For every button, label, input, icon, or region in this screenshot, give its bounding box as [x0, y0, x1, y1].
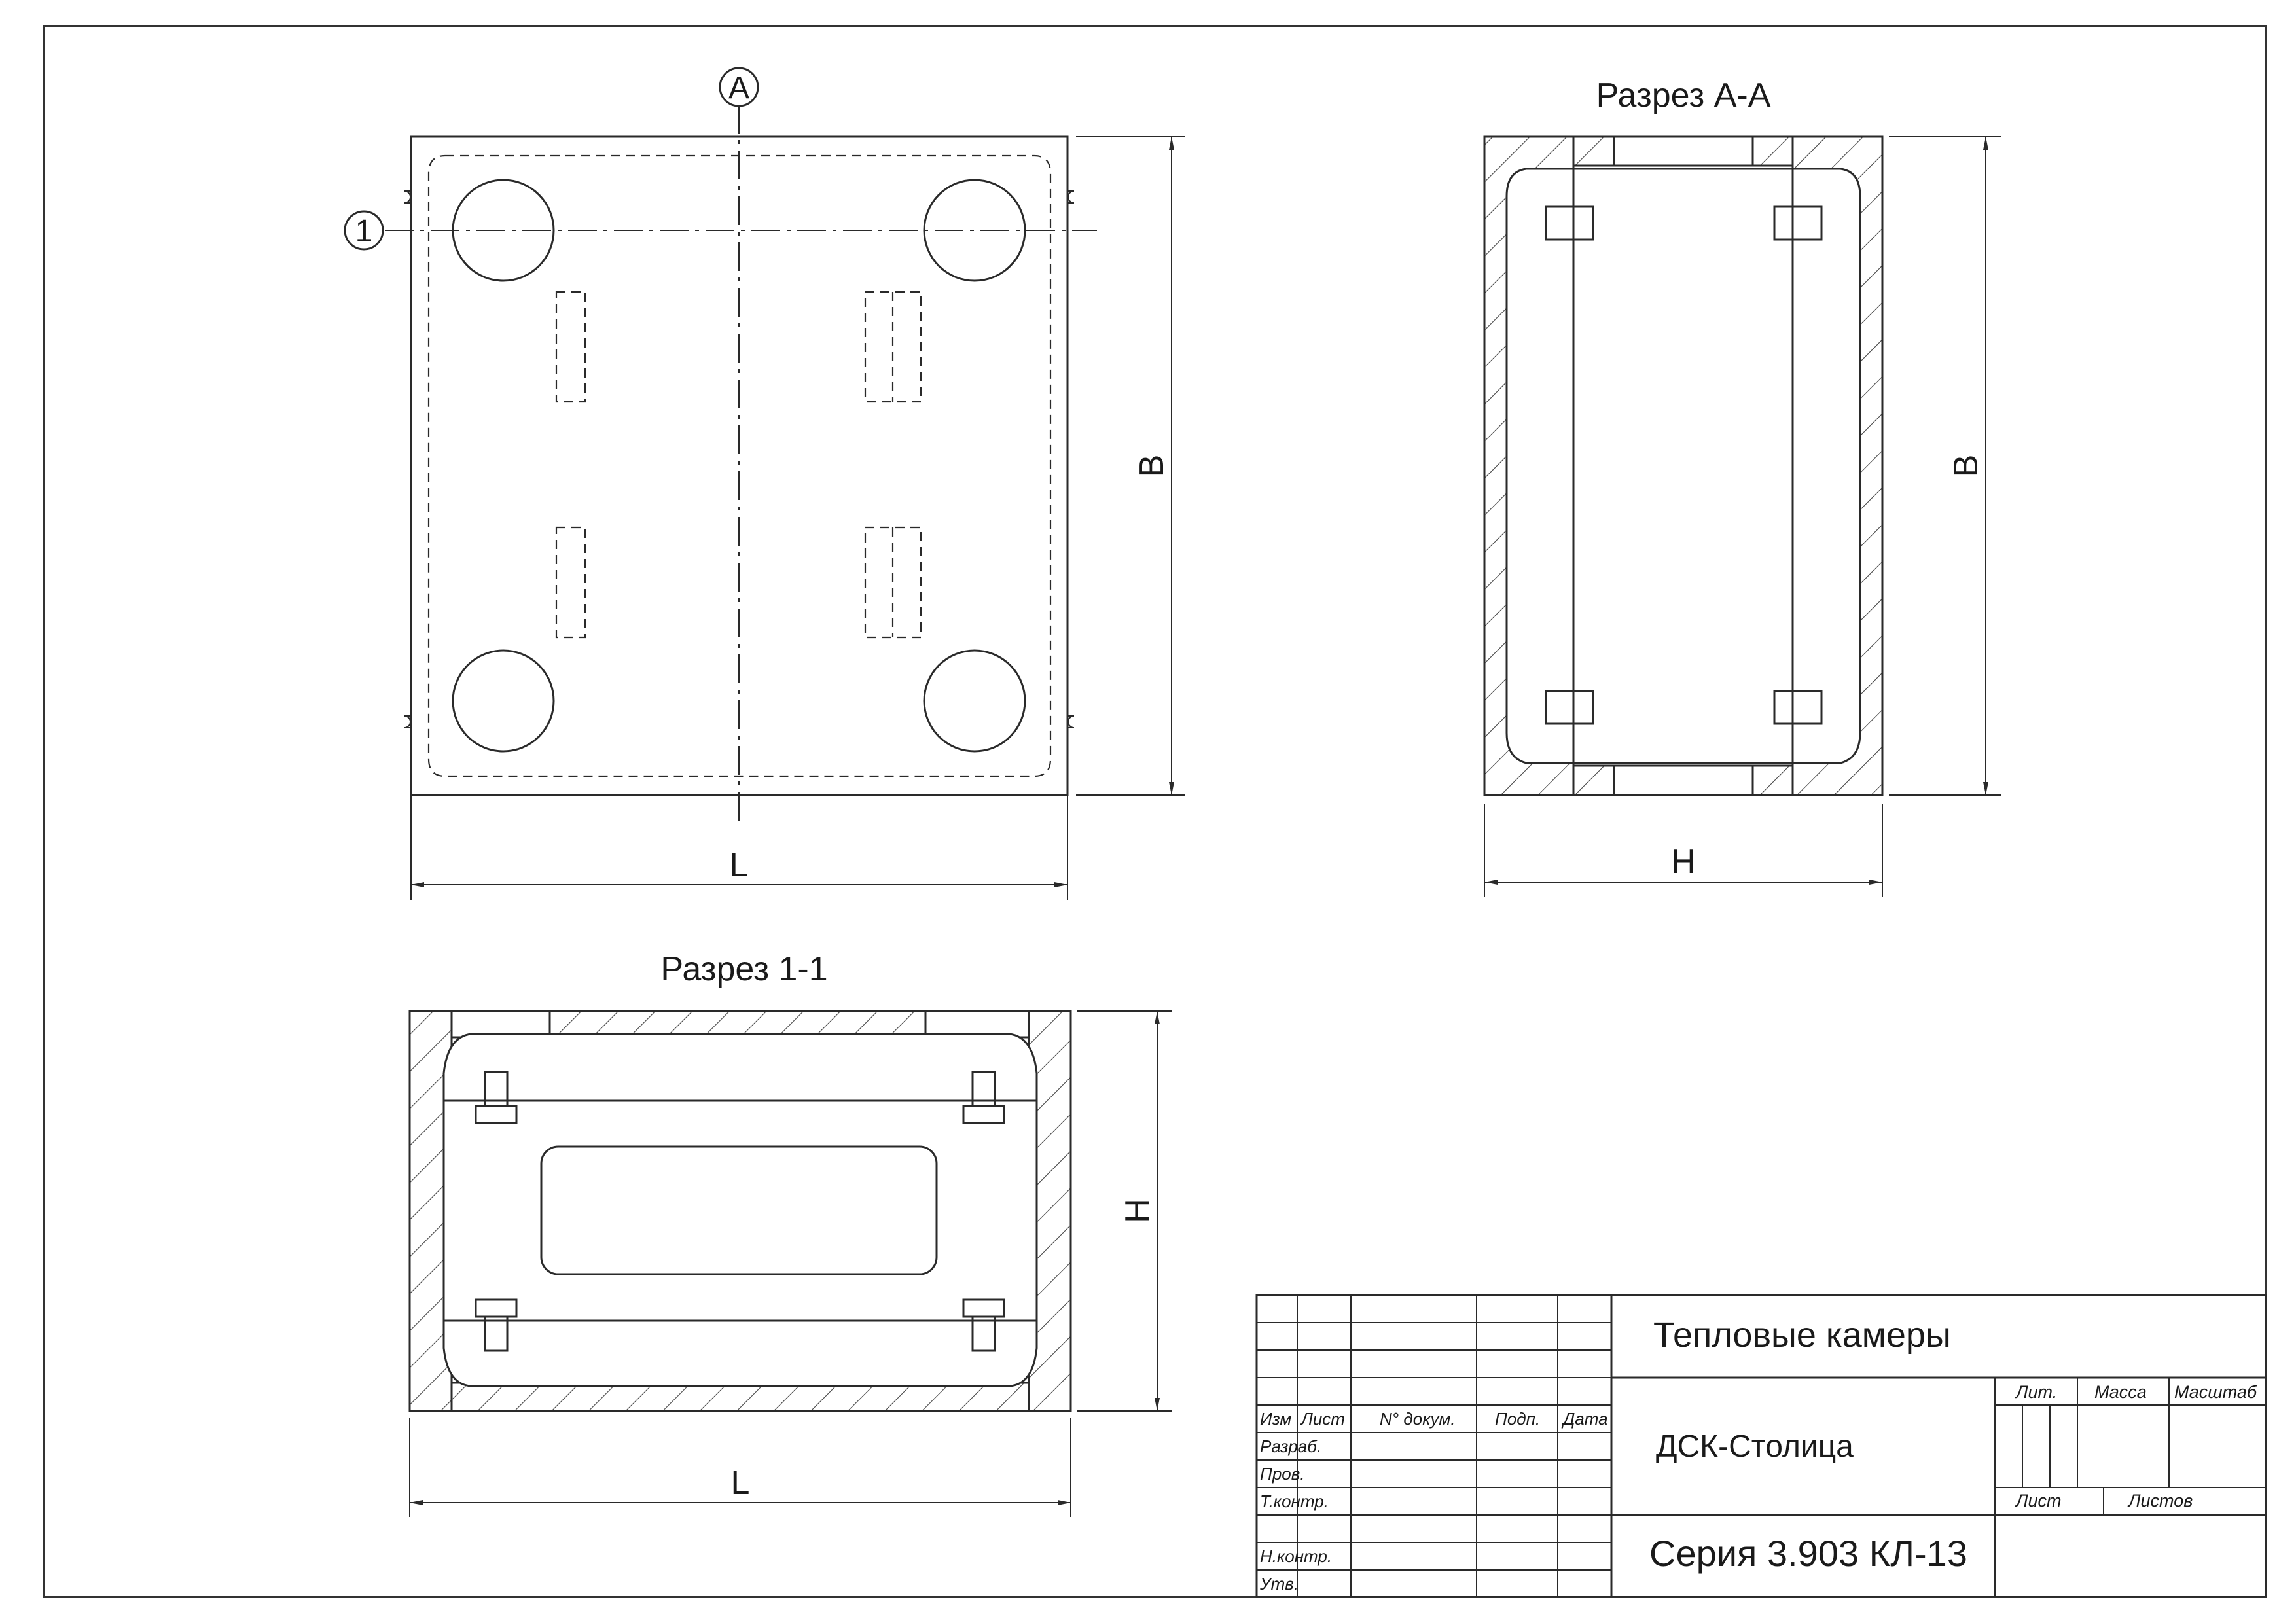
tb-designation: Серия 3.903 КЛ-13	[1649, 1533, 1967, 1574]
plan-hidden-slot	[864, 291, 922, 403]
section-11: Разрез 1-1 H L	[408, 950, 1172, 1517]
title-block: Изм Лист N° докум. Подп. Дата Разраб. Пр…	[1255, 1294, 2267, 1598]
tb-organization: ДСК-Столица	[1656, 1429, 1854, 1464]
tb-mass-label: Масса	[2094, 1382, 2147, 1402]
section-aa-bracket	[1545, 205, 1594, 241]
section-11-bracket-stem	[971, 1315, 996, 1352]
section-aa-cavity	[1505, 168, 1861, 764]
section-11-bracket-stem	[484, 1315, 509, 1352]
plan-dim-label-b: B	[1133, 455, 1171, 478]
axis-a-bubble	[719, 67, 759, 107]
plan-hole-bottom-left	[452, 649, 555, 753]
axis-1-label: 1	[355, 214, 373, 249]
section-11-slab-bottom	[450, 1382, 1030, 1412]
tb-row-label: Т.контр.	[1260, 1491, 1329, 1511]
tb-col-header: Подп.	[1495, 1409, 1540, 1429]
plan-inner-contour	[427, 154, 1052, 777]
title-block-outline	[1255, 1294, 2267, 1598]
section-aa-bracket	[1773, 205, 1823, 241]
sheet-frame	[43, 25, 2267, 1598]
section-11-bracket-stem	[484, 1071, 509, 1107]
section-11-dim-label-h: H	[1119, 1198, 1157, 1223]
axis-a-label: A	[728, 71, 749, 105]
plan-dim-label-l: L	[730, 846, 749, 884]
tb-row-label: Пров.	[1260, 1464, 1305, 1484]
plan-loop-right-bottom	[1067, 715, 1075, 728]
plan-hidden-slot	[555, 526, 586, 639]
section-11-dim-label-l: L	[731, 1464, 750, 1502]
section-11-top-opening	[450, 1010, 551, 1039]
section-11-top-opening	[924, 1010, 1030, 1039]
tb-row-label: Утв.	[1259, 1574, 1299, 1594]
section-11-cavity	[442, 1033, 1038, 1387]
plan-loop-left-top	[404, 190, 411, 204]
tb-col-header: Дата	[1561, 1409, 1608, 1429]
section-11-bracket-stem	[971, 1071, 996, 1107]
axis-1-bubble	[344, 210, 384, 251]
section-11-title: Разрез 1-1	[660, 950, 827, 988]
tb-col-header: Изм	[1260, 1409, 1291, 1429]
plan-hidden-slot	[555, 291, 586, 403]
tb-product-name: Тепловые камеры	[1653, 1315, 1951, 1355]
tb-row-label: Н.контр.	[1260, 1546, 1332, 1566]
plan-loop-left-bottom	[404, 715, 411, 728]
tb-scale-label: Масштаб	[2174, 1382, 2257, 1402]
section-aa-bracket	[1773, 690, 1823, 725]
plan-hole-bottom-right	[923, 649, 1026, 753]
section-aa-bracket	[1545, 690, 1594, 725]
tb-sheet-label: Лист	[2015, 1491, 2062, 1510]
plan-view: A 1 L B	[344, 67, 1185, 900]
tb-col-header: Лист	[1300, 1409, 1345, 1429]
tb-row-label: Разраб.	[1260, 1436, 1321, 1456]
tb-lit-label: Лит.	[2015, 1382, 2057, 1402]
section-aa-title: Разрез А-А	[1596, 77, 1771, 115]
plan-loop-right-top	[1067, 190, 1075, 204]
section-aa: Разрез А-А B H	[1483, 77, 2001, 897]
tb-col-header: N° докум.	[1380, 1409, 1456, 1429]
section-aa-dim-label-b: B	[1947, 455, 1985, 478]
section-aa-dim-label-h: H	[1671, 843, 1696, 881]
tb-sheets-label: Листов	[2127, 1491, 2193, 1510]
plan-hidden-slot	[864, 526, 922, 639]
section-aa-top-opening	[1613, 135, 1754, 167]
section-11-window	[540, 1145, 938, 1275]
section-aa-bottom-opening	[1613, 764, 1754, 796]
